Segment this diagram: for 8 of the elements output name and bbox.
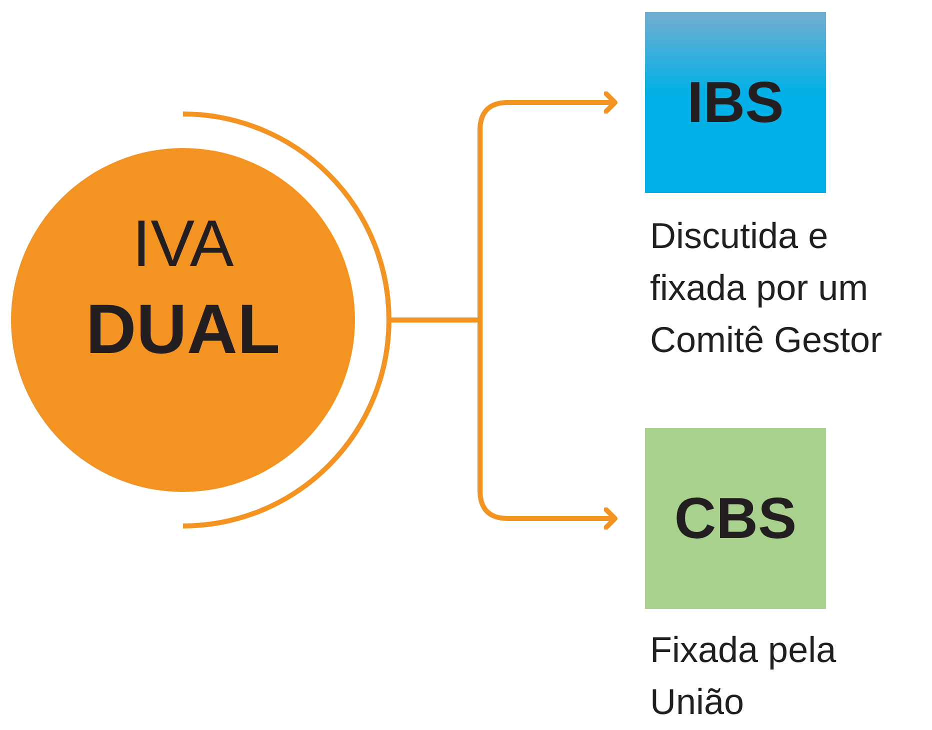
tax-box — [645, 428, 826, 609]
node-label-bold: DUAL — [84, 289, 282, 370]
box-label: IBS — [687, 69, 784, 136]
description-text: Discutida e fixada por um Comitê Gestor — [650, 214, 884, 362]
description-text: Fixada pela União — [650, 628, 838, 724]
box-label: CBS — [674, 485, 797, 552]
node-label: IVA — [131, 205, 235, 282]
tax-box — [645, 12, 826, 193]
